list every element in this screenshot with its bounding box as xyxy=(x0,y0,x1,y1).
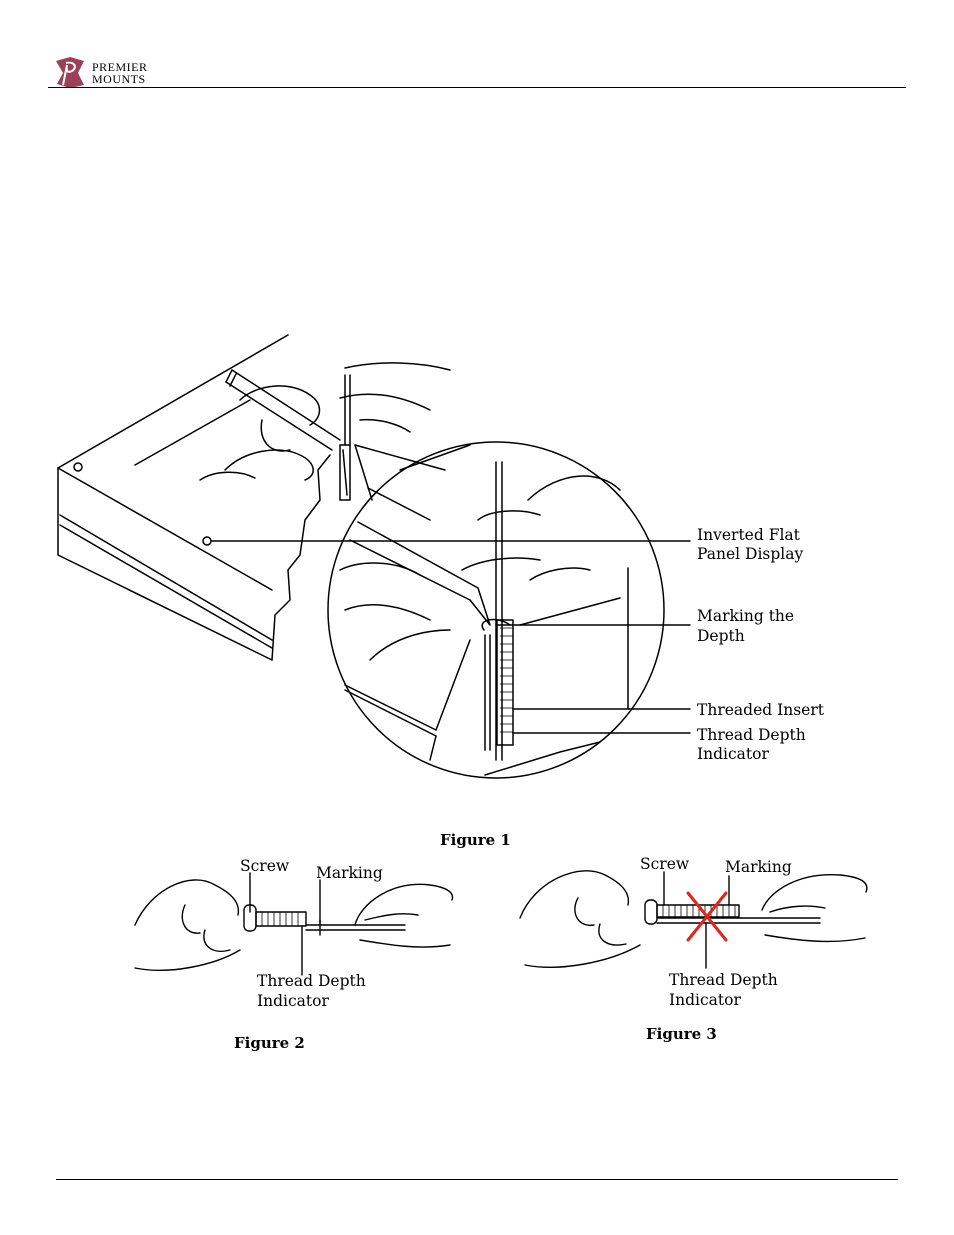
label-threaded-insert: Threaded Insert xyxy=(697,701,824,719)
label-marking-line1: Marking the xyxy=(697,607,795,625)
logo-line-1: Premier xyxy=(92,60,148,74)
fig2-indicator-line2: Indicator xyxy=(257,992,329,1010)
label-indicator-line1: Thread Depth xyxy=(697,726,806,744)
footer-rule xyxy=(56,1179,898,1180)
logo-line-2: Mounts xyxy=(92,72,146,86)
fig3-screw-label: Screw xyxy=(640,855,690,873)
label-indicator-line2: Indicator xyxy=(697,745,769,763)
fig2-screw-label: Screw xyxy=(240,857,290,875)
label-marking-line2: Depth xyxy=(697,627,745,645)
red-x-icon xyxy=(686,891,728,942)
fig3-indicator-line2: Indicator xyxy=(669,991,741,1009)
label-display-line1: Inverted Flat xyxy=(697,526,800,544)
header-logo: Premier Mounts xyxy=(54,55,194,89)
header-rule xyxy=(48,87,906,88)
label-display-line2: Panel Display xyxy=(697,545,804,563)
fig2-indicator-line1: Thread Depth xyxy=(257,972,366,990)
fig3-marking-label: Marking xyxy=(725,858,792,876)
fig3-indicator-line1: Thread Depth xyxy=(669,971,778,989)
figure-2-caption: Figure 2 xyxy=(234,1034,305,1052)
premier-mounts-logo-icon xyxy=(56,57,84,88)
fig2-marking-label: Marking xyxy=(316,864,383,882)
figure-1-caption: Figure 1 xyxy=(440,831,511,849)
figure-3-caption: Figure 3 xyxy=(646,1025,717,1043)
